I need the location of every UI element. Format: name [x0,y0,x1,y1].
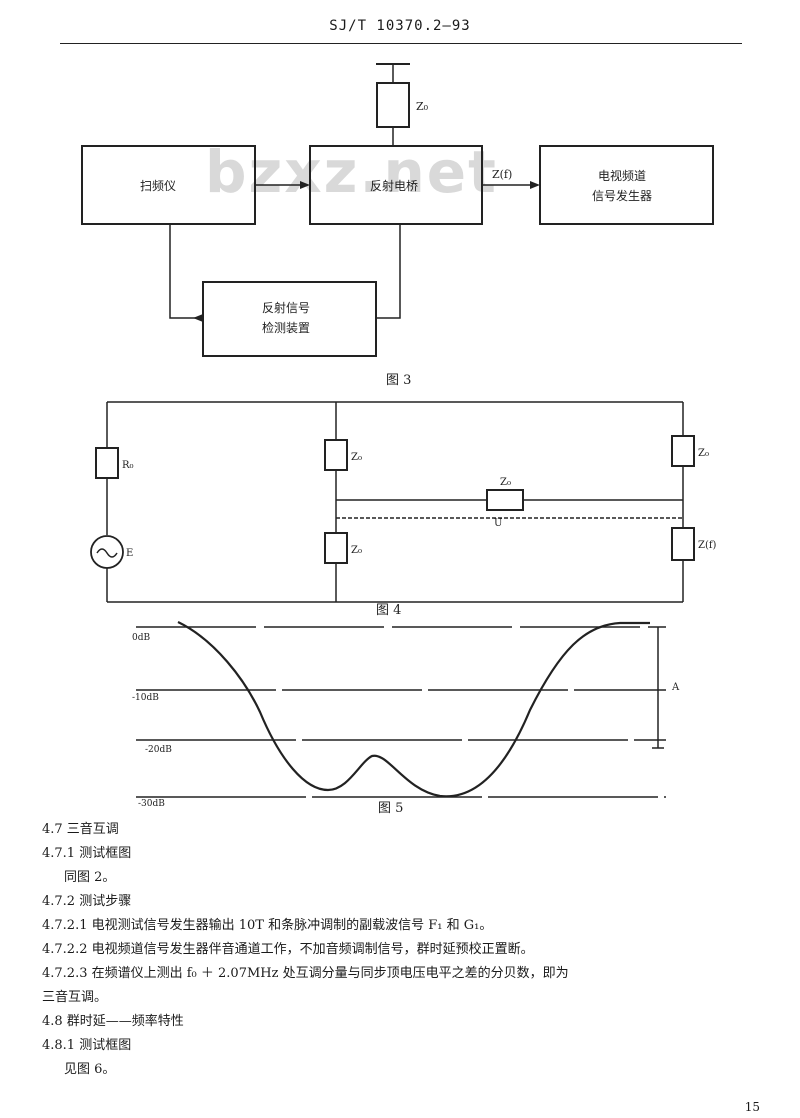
box-bridge-label: 反射电桥 [370,178,418,193]
level-20db: -20dB [145,745,172,755]
box-sweeper-label: 扫频仪 [140,179,176,193]
figure-3-caption: 图 3 [386,373,411,388]
box-reflect [202,281,377,357]
figure-3: Z₀ 扫频仪 反射电桥 电视频道 信号发生器 Z(f) 反射信号 检测装置 [81,63,714,357]
watermark: bzxz.net [205,138,498,206]
box-analyzer-line1: 电视频道 [598,168,646,183]
z-out-label: Z(f) [492,168,512,181]
section-4-7-2-3-cont: 三音互调。 [42,990,108,1005]
section-4-7-2-3: 4.7.2.3 在频谱仪上测出 f₀ ＋ 2.07MHz 处互调分量与同步顶电压… [42,966,569,981]
figure-4-caption: 图 4 [376,603,401,618]
box-reflect-line1: 反射信号 [262,300,310,315]
header-rule [60,43,742,44]
u-label: U [494,518,502,529]
section-4-7-2-1: 4.7.2.1 电视测试信号发生器输出 10T 和条脉冲调制的副载波信号 F₁ … [42,918,493,933]
source-label: E [126,548,133,559]
z-right-bottom-label: Z(f) [698,540,717,551]
z-right-top [671,435,695,467]
section-4-7: 4.7 三音互调 [42,822,119,837]
page-header: SJ/T 10370.2—93 [329,18,471,34]
z-right-top-label: Z₀ [698,448,709,459]
z-mid-top-label: Z₀ [351,452,362,463]
section-4-8-1-body: 见图 6。 [64,1062,116,1077]
box-analyzer [539,145,714,225]
section-4-8-1: 4.8.1 测试框图 [42,1038,132,1053]
z-series [486,489,524,511]
level-0db: 0dB [132,633,150,643]
response-curve [177,621,650,798]
marker-label: A [671,682,680,693]
r-left-label: R₀ [122,460,134,471]
section-4-7-1-body: 同图 2。 [64,870,116,885]
page-number: 15 [744,1100,760,1114]
z-right-bottom [671,527,695,561]
figure-4: R₀ E Z₀ Z₀ Z₀ U Z₀ Z(f) [90,401,717,603]
section-4-7-2: 4.7.2 测试步骤 [42,894,132,909]
figure-5: 0dB -10dB -20dB -30dB A [132,621,680,809]
z-mid-bottom-label: Z₀ [351,545,362,556]
z-mid-bottom [324,532,348,564]
r-left [95,447,119,479]
level-10db: -10dB [132,693,159,703]
z-top-label: Z₀ [416,100,429,113]
section-4-8: 4.8 群时延——频率特性 [42,1014,184,1029]
z-series-label: Z₀ [500,477,511,488]
section-4-7-1: 4.7.1 测试框图 [42,846,132,861]
box-analyzer-line2: 信号发生器 [592,188,652,203]
level-30db: -30dB [138,799,165,809]
z-top-resistor [376,82,410,128]
z-mid-top [324,439,348,471]
figure-5-caption: 图 5 [378,801,403,816]
box-reflect-line2: 检测装置 [262,320,310,335]
section-4-7-2-2: 4.7.2.2 电视频道信号发生器伴音通道工作，不加音频调制信号，群时延预校正置… [42,942,534,957]
